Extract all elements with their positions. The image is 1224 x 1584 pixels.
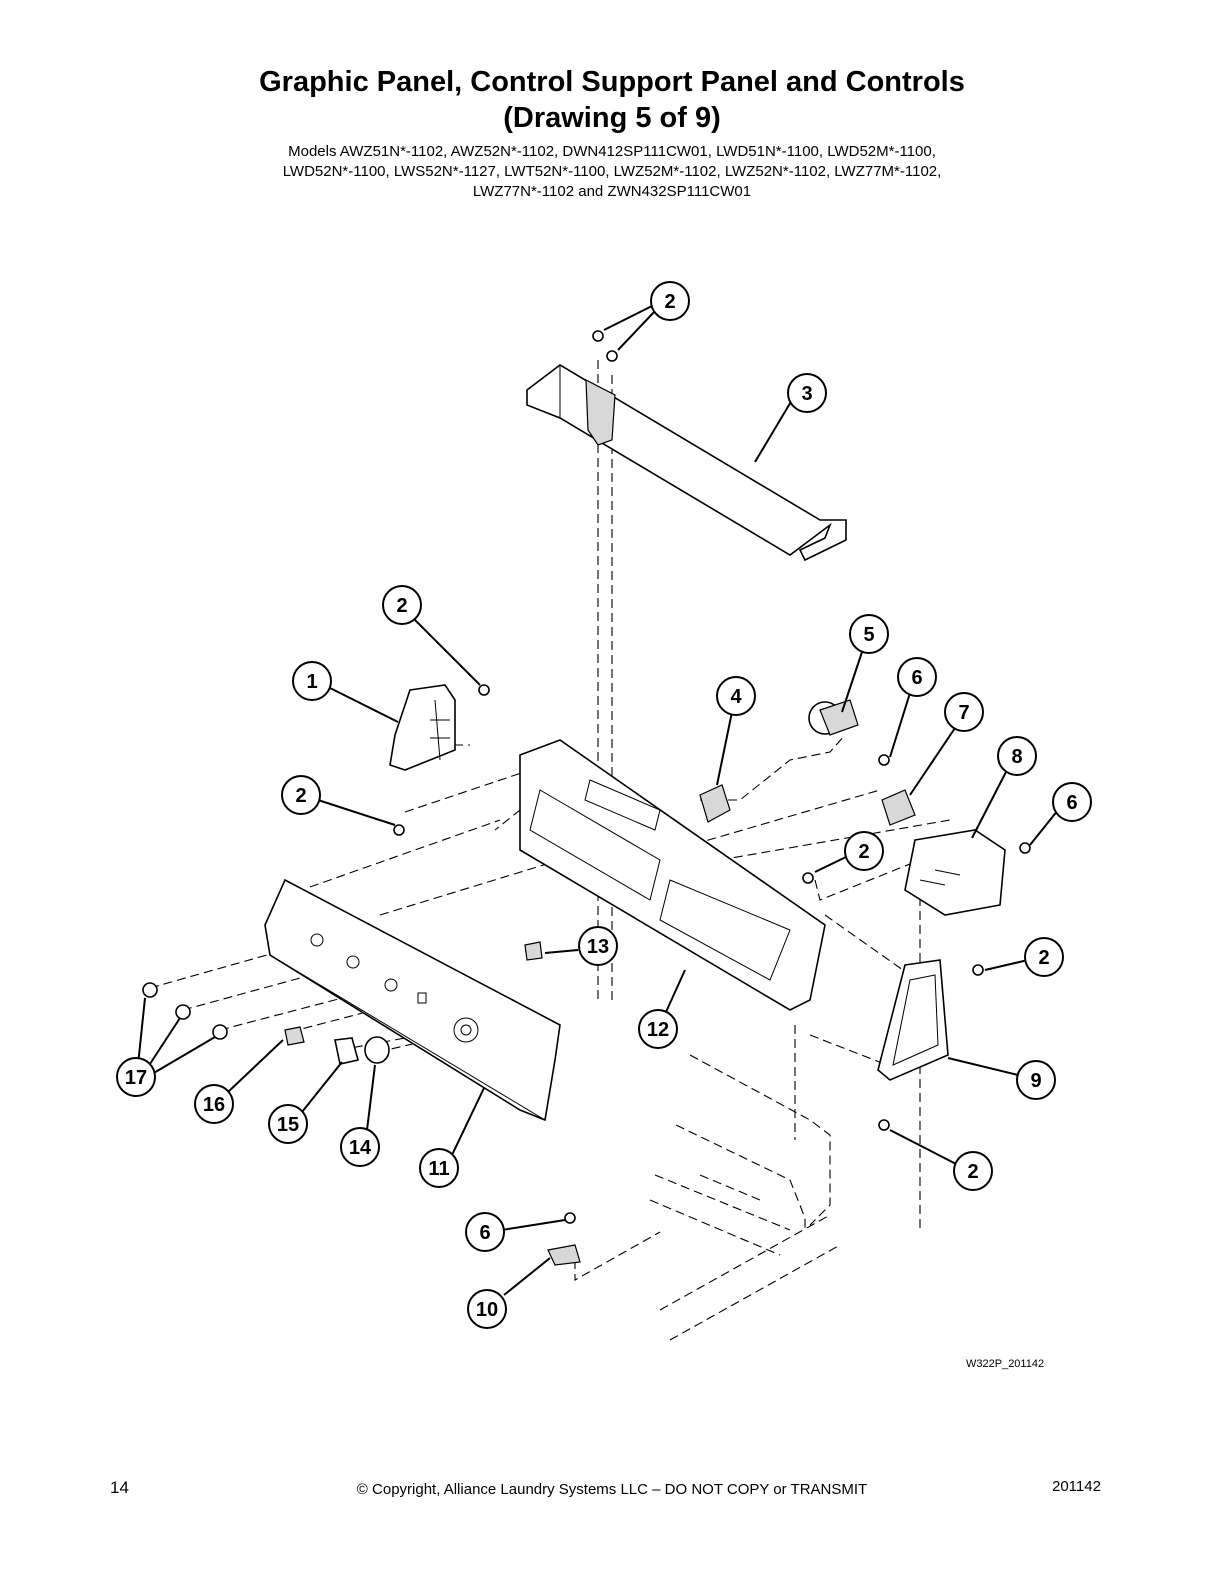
callout-label: 2 <box>295 785 306 807</box>
part-2-screws <box>393 330 984 1131</box>
callout-label: 2 <box>396 595 407 617</box>
callout-3: 3 <box>787 373 827 413</box>
callout-label: 13 <box>587 936 609 958</box>
callout-9: 9 <box>1016 1060 1056 1100</box>
washer-cabinet-outline <box>649 1054 841 1341</box>
callout-12: 12 <box>638 1009 678 1049</box>
callout-label: 3 <box>801 383 812 405</box>
part-16-switch <box>284 1026 305 1046</box>
part-7-switch <box>881 789 916 826</box>
callout-15: 15 <box>268 1104 308 1144</box>
callout-label: 2 <box>1038 947 1049 969</box>
callout-label: 2 <box>967 1161 978 1183</box>
callout-label: 7 <box>958 702 969 724</box>
callout-2: 2 <box>382 585 422 625</box>
part-17-buttons <box>142 982 228 1040</box>
part-12-control-support-panel <box>519 739 826 1011</box>
callout-label: 14 <box>349 1137 372 1159</box>
part-9-right-end-cap <box>877 959 949 1081</box>
part-5-pressure-switch <box>808 699 859 736</box>
models-line-1: Models AWZ51N*-1102, AWZ52N*-1102, DWN41… <box>288 143 936 160</box>
callout-11: 11 <box>419 1148 459 1188</box>
callout-4: 4 <box>716 676 756 716</box>
callout-2: 2 <box>953 1151 993 1191</box>
part-4-switch <box>699 784 731 823</box>
callout-label: 11 <box>428 1158 449 1180</box>
callout-6: 6 <box>465 1212 505 1252</box>
drawing-id: W322P_201142 <box>966 1358 1045 1370</box>
callout-label: 9 <box>1030 1070 1041 1092</box>
callout-label: 6 <box>911 667 922 689</box>
callout-14: 14 <box>340 1127 380 1167</box>
page-number: 14 <box>110 1478 129 1497</box>
callout-label: 15 <box>277 1114 299 1136</box>
part-10-clip <box>547 1244 581 1266</box>
drawing-subtitle: (Drawing 5 of 9) <box>503 102 721 134</box>
page-title: Graphic Panel, Control Support Panel and… <box>259 66 965 98</box>
callout-label: 10 <box>476 1299 498 1321</box>
callout-2: 2 <box>281 775 321 815</box>
part-14-knob-skirt <box>364 1036 390 1064</box>
callout-label: 12 <box>647 1019 669 1041</box>
callout-label: 5 <box>863 624 874 646</box>
callout-2: 2 <box>1024 937 1064 977</box>
part-3-console-cover <box>526 364 847 562</box>
part-15-knob <box>334 1037 359 1065</box>
callout-6: 6 <box>1052 782 1092 822</box>
callout-label: 4 <box>730 686 742 708</box>
callout-13: 13 <box>578 926 618 966</box>
part-11-graphic-panel <box>264 878 561 1122</box>
callout-2: 2 <box>650 281 690 321</box>
callout-label: 6 <box>1066 792 1077 814</box>
callout-16: 16 <box>194 1084 234 1124</box>
part-6-screws <box>564 754 1031 1224</box>
callout-label: 16 <box>203 1094 225 1116</box>
callout-5: 5 <box>849 614 889 654</box>
callout-6: 6 <box>897 657 937 697</box>
callout-label: 17 <box>125 1067 147 1089</box>
callout-8: 8 <box>997 736 1037 776</box>
callout-label: 2 <box>664 291 675 313</box>
callout-label: 8 <box>1011 746 1022 768</box>
copyright-notice: © Copyright, Alliance Laundry Systems LL… <box>356 1481 868 1498</box>
document-code: 201142 <box>1052 1478 1101 1495</box>
leader-lines <box>137 305 1059 1296</box>
callout-2: 2 <box>844 831 884 871</box>
models-line-2: LWD52N*-1100, LWS52N*-1127, LWT52N*-1100… <box>282 163 942 180</box>
callout-label: 6 <box>479 1222 490 1244</box>
callout-label: 2 <box>858 841 869 863</box>
callout-17: 17 <box>116 1057 156 1097</box>
part-1-left-end-cap <box>389 684 456 771</box>
models-line-3: LWZ77N*-1102 and ZWN432SP111CW01 <box>472 183 752 200</box>
callout-7: 7 <box>944 692 984 732</box>
callout-label: 1 <box>306 671 317 693</box>
callout-10: 10 <box>467 1289 507 1329</box>
callout-1: 1 <box>292 661 332 701</box>
part-13-clip <box>524 941 543 961</box>
